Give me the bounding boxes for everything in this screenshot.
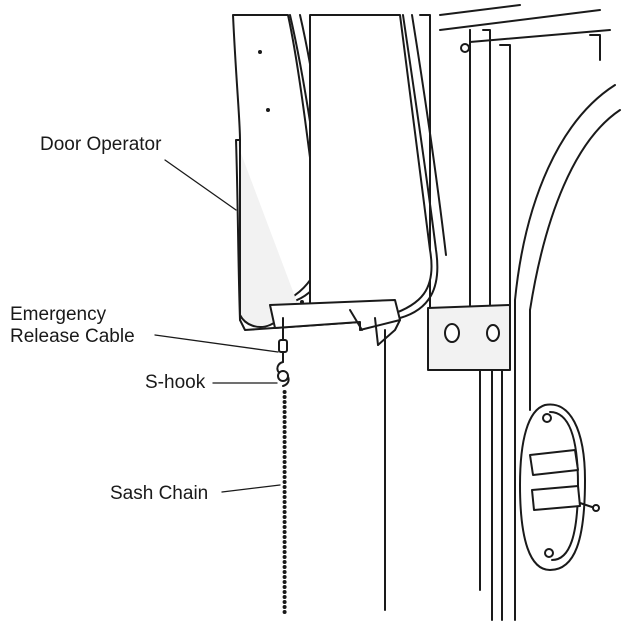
chain-bead (282, 590, 287, 594)
mounting-plate (427, 304, 511, 371)
chain-bead (282, 405, 287, 409)
door-operator-label: Door Operator (40, 134, 162, 155)
sash-chain-leader (221, 484, 281, 493)
chain-bead (282, 450, 287, 454)
chain-bead (282, 550, 287, 554)
chain-bead (282, 440, 287, 444)
door-track-frame (384, 4, 611, 621)
chain-bead (282, 600, 287, 604)
emergency-release-assembly (276, 317, 290, 387)
chain-bead (282, 480, 287, 484)
chain-bead (282, 420, 287, 424)
cable-crimp (278, 339, 288, 353)
rivet-icon (460, 43, 470, 53)
chain-bead (282, 535, 287, 539)
chain-bead (282, 585, 287, 589)
chain-bead (282, 495, 287, 499)
chain-bead (282, 430, 287, 434)
chain-bead (282, 515, 287, 519)
chain-bead (282, 520, 287, 524)
chain-bead (282, 570, 287, 574)
screw-icon (544, 548, 554, 558)
emergency-release-label-line2: Release Cable (10, 326, 135, 347)
sash-chain-label: Sash Chain (110, 483, 209, 504)
pulley-bracket (519, 403, 600, 571)
chain-bead (282, 445, 287, 449)
chain-bead (282, 435, 287, 439)
screw-icon (258, 50, 262, 54)
chain-bead (282, 455, 287, 459)
emergency-release-leader (154, 334, 279, 353)
chain-bead (282, 425, 287, 429)
chain-bead (282, 595, 287, 599)
leader-lines (154, 159, 281, 493)
chain-bead (282, 460, 287, 464)
chain-bead (282, 575, 287, 579)
door-operator-leader (164, 159, 237, 211)
emergency-release-label-line1: Emergency (10, 304, 107, 325)
chain-bead (282, 475, 287, 479)
emergency-release-cable-label: Emergency Release Cable (10, 304, 135, 348)
chain-bead (282, 540, 287, 544)
chain-bead (282, 560, 287, 564)
curved-track (514, 84, 621, 621)
chain-bead (282, 605, 287, 609)
sash-chain (282, 390, 287, 614)
chain-bead (282, 525, 287, 529)
chain-bead (282, 500, 287, 504)
bolt-hole-icon (486, 324, 500, 342)
chain-bead (282, 545, 287, 549)
screw-icon (542, 413, 552, 423)
chain-bead (282, 415, 287, 419)
s-hook-label: S-hook (145, 372, 206, 393)
chain-bead (282, 410, 287, 414)
chain-bead (282, 565, 287, 569)
door-operator (232, 14, 447, 346)
bolt-hole-icon (444, 323, 460, 343)
chain-bead (282, 485, 287, 489)
chain-bead (282, 400, 287, 404)
chain-bead (282, 610, 287, 614)
screw-icon (300, 300, 304, 304)
chain-bead (282, 510, 287, 514)
chain-bead (282, 470, 287, 474)
chain-bead (282, 555, 287, 559)
chain-bead (282, 505, 287, 509)
screw-icon (266, 108, 270, 112)
chain-bead (282, 390, 287, 394)
chain-bead (282, 395, 287, 399)
chain-bead (282, 530, 287, 534)
chain-bead (282, 465, 287, 469)
chain-bead (282, 580, 287, 584)
chain-bead (282, 490, 287, 494)
